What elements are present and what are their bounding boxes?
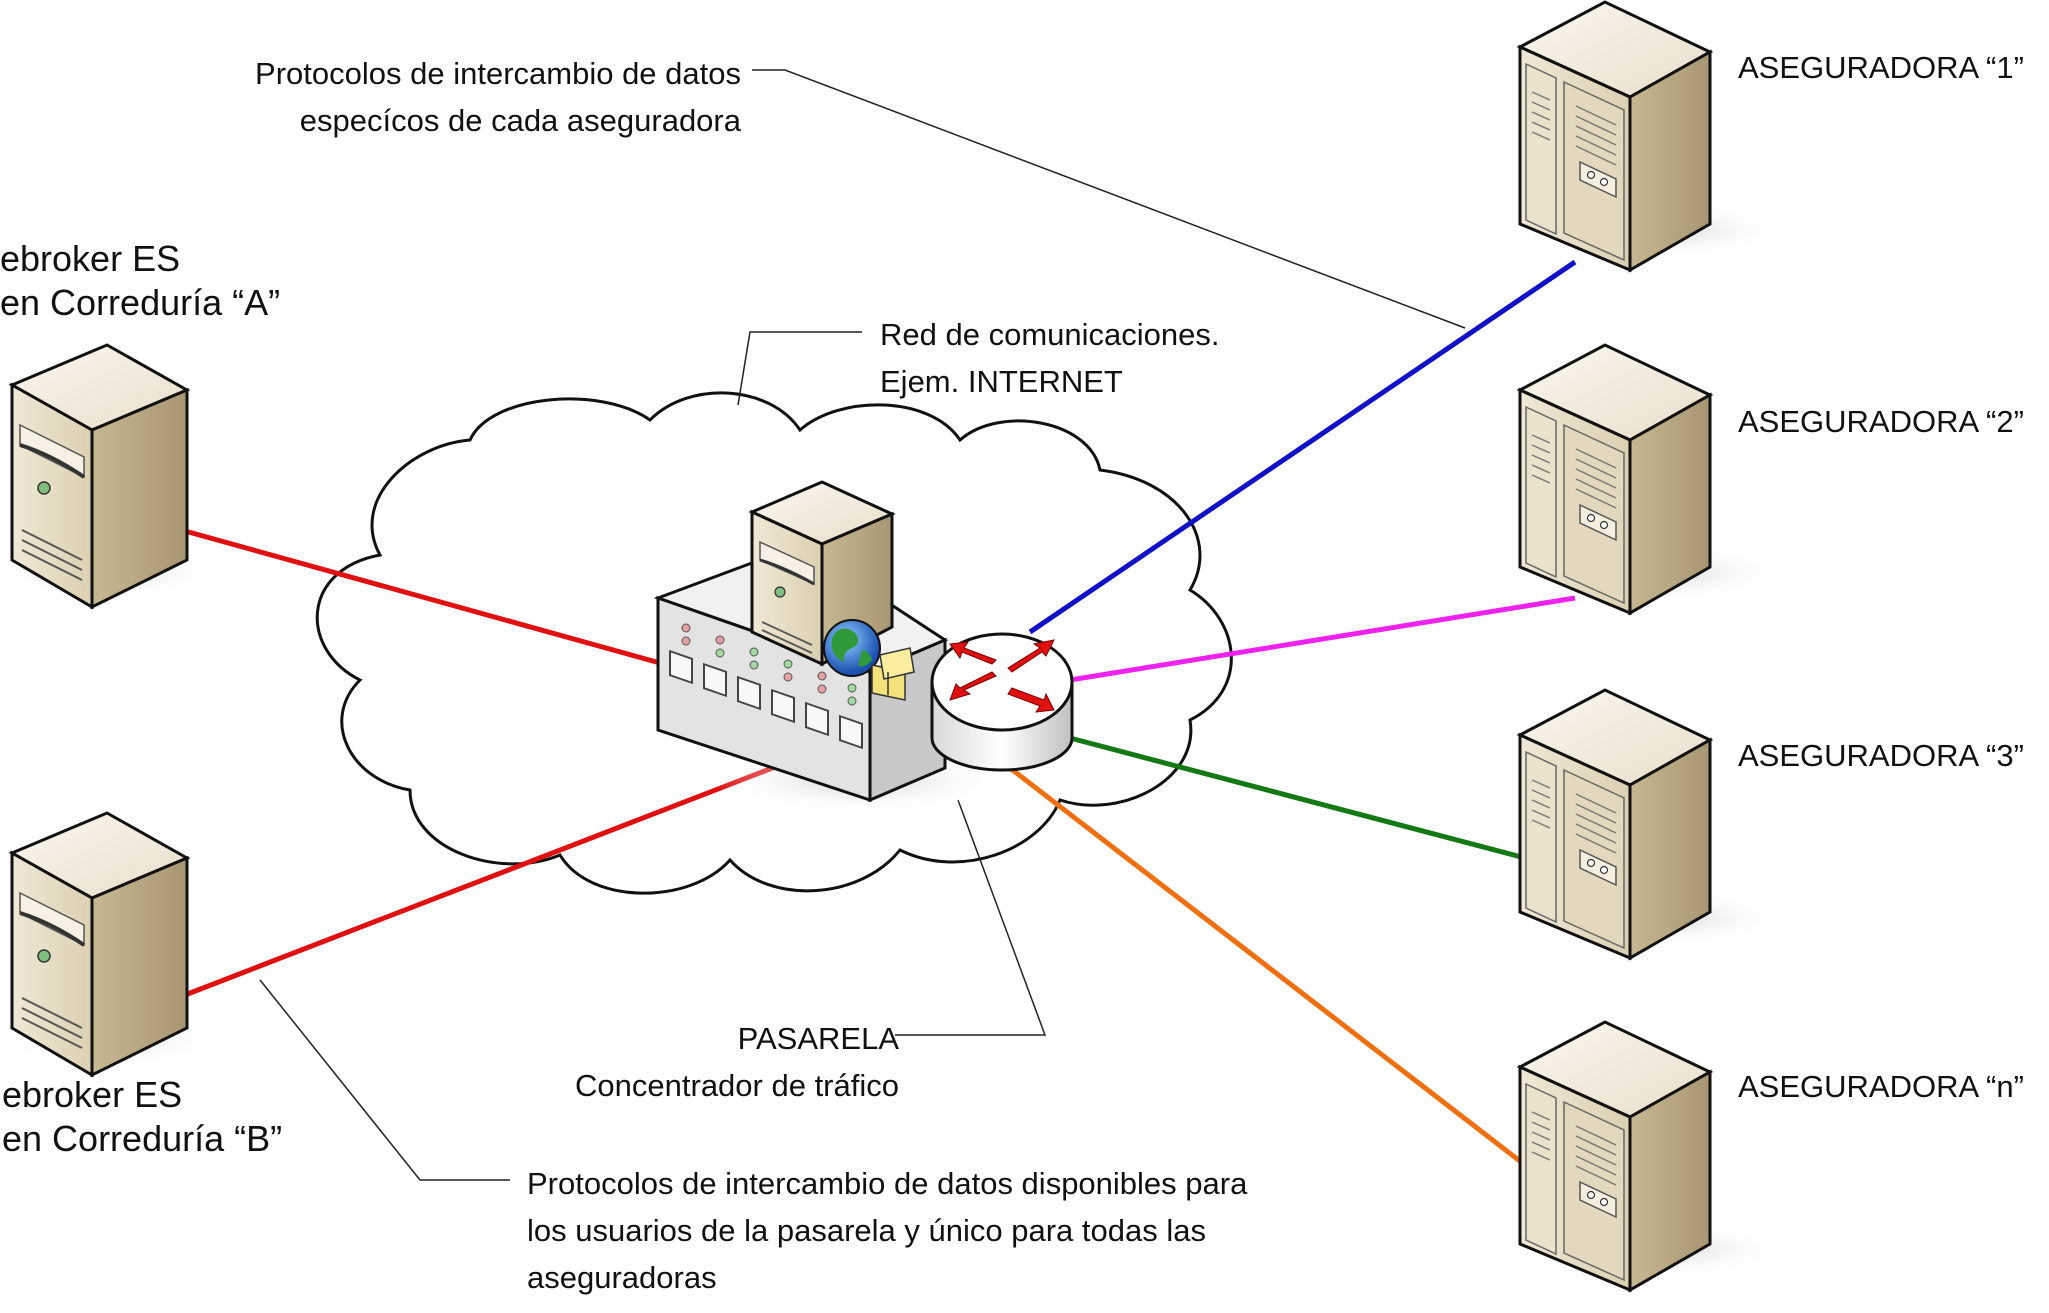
top-note-line-1: Protocolos de intercambio de datos xyxy=(255,56,741,91)
folder-icon xyxy=(871,647,915,701)
link-insurer-n xyxy=(1008,766,1527,1167)
bottom-note-line-2: los usuarios de la pasarela y único para… xyxy=(527,1213,1206,1248)
broker-b-server-icon xyxy=(0,811,219,1077)
link-insurer-2 xyxy=(1069,595,1576,683)
top-note-line-2: especícos de cada aseguradora xyxy=(299,103,741,138)
bottom-note: Protocolos de intercambio de datos dispo… xyxy=(527,1160,1247,1301)
globe-icon xyxy=(823,619,881,677)
network-note-line-1: Red de comunicaciones. xyxy=(880,317,1220,352)
top-note: Protocolos de intercambio de datos espec… xyxy=(255,50,741,144)
gateway-subtitle: Concentrador de tráfico xyxy=(575,1068,899,1103)
broker-b-name: ebroker ES xyxy=(2,1074,183,1115)
router-icon xyxy=(930,632,1074,772)
insurer-2-label: ASEGURADORA “2” xyxy=(1738,404,2024,439)
insurer-2-server-icon xyxy=(1518,343,1787,615)
network-note-line-2: Ejem. INTERNET xyxy=(880,364,1123,399)
broker-b-label: ebroker ES en Correduría “B” xyxy=(2,1073,282,1161)
callout-bottom-note-leader xyxy=(259,979,510,1181)
network-note: Red de comunicaciones. Ejem. INTERNET xyxy=(880,311,1219,405)
bottom-note-line-3: aseguradoras xyxy=(527,1260,717,1295)
gateway-label: PASARELA Concentrador de tráfico xyxy=(575,1015,899,1109)
insurer-3-server-icon xyxy=(1518,688,1787,960)
broker-a-label: ebroker ES en Correduría “A” xyxy=(0,237,280,325)
insurer-1-server-icon xyxy=(1518,0,1787,272)
insurer-1-label: ASEGURADORA “1” xyxy=(1738,50,2024,85)
link-insurer-1 xyxy=(1028,259,1577,635)
callout-gateway-leader xyxy=(895,799,1047,1036)
bottom-note-line-1: Protocolos de intercambio de datos dispo… xyxy=(527,1166,1248,1201)
link-insurer-3 xyxy=(1069,735,1526,861)
insurer-n-label: ASEGURADORA “n” xyxy=(1738,1069,2024,1104)
broker-b-location: en Correduría “B” xyxy=(2,1118,283,1159)
link-broker-a xyxy=(184,528,679,671)
broker-a-name: ebroker ES xyxy=(0,238,181,279)
callout-top-note-leader xyxy=(752,69,1466,329)
broker-a-server-icon xyxy=(0,343,219,609)
gateway-title: PASARELA xyxy=(737,1021,899,1056)
broker-a-location: en Correduría “A” xyxy=(0,282,281,323)
insurer-3-label: ASEGURADORA “3” xyxy=(1738,738,2024,773)
callout-network-leader xyxy=(737,331,862,406)
